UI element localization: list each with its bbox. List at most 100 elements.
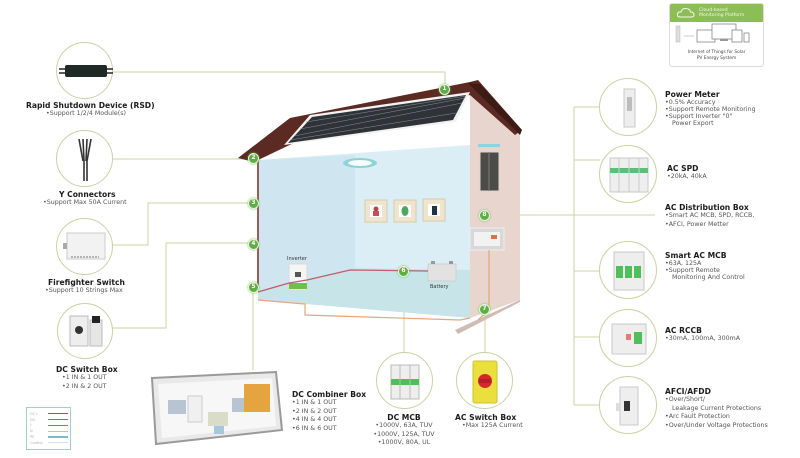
firefighter-switch-bullet: Support 10 Strings Max	[45, 287, 123, 296]
afci-afdd-bullet: Arc Fault Protection	[665, 413, 768, 422]
cloud-footer-line2: PV Energy System	[696, 55, 737, 61]
dc-switch-box-title: DC Switch Box	[56, 365, 118, 374]
dc-combiner-box-bullet: 6 IN & 6 OUT	[292, 425, 337, 434]
rsd-bullets: Support 1/2/4 Module(s)	[46, 110, 126, 119]
legend-line-dc-plus	[48, 413, 68, 415]
legend-item: Control	[27, 440, 70, 446]
ac-switch-box-bullets: Max 125A Current	[462, 422, 523, 431]
marker-5: 5	[248, 282, 259, 293]
smart-ac-mcb-bullet: 63A, 125A	[665, 260, 745, 267]
dc-switch-box-bullet: 2 IN & 2 OUT	[62, 383, 107, 392]
firefighter-switch-title: Firefighter Switch	[48, 278, 125, 287]
y-connectors-bullets: Support Max 50A Current	[43, 199, 127, 208]
afci-afdd-image	[599, 376, 657, 434]
power-meter-bullet-cont: Power Export	[672, 120, 714, 127]
marker-2: 2	[248, 153, 259, 164]
smart-ac-mcb-bullet-cont: Monitoring And Control	[672, 274, 745, 281]
cloud-header-line2: Monitoring Platform	[699, 13, 745, 18]
power-meter-bullet: 0.5% Accuracy	[665, 99, 756, 106]
ac-rccb-image	[599, 309, 657, 367]
smart-ac-mcb-bullets: 63A, 125A Support Remote Monitoring And …	[665, 260, 745, 281]
dc-mcb-bullet: 1000V, 125A, TUV	[364, 431, 444, 440]
marker-1: 1	[439, 84, 450, 95]
power-meter-bullets: 0.5% Accuracy Support Remote Monitoring …	[665, 99, 756, 127]
smart-ac-mcb-title: Smart AC MCB	[665, 251, 727, 260]
y-connectors-bullet: Support Max 50A Current	[43, 199, 127, 208]
dc-mcb-bullets: 1000V, 63A, TUV 1000V, 125A, TUV 1000V, …	[364, 422, 444, 448]
ac-distribution-box-title: AC Distribution Box	[665, 203, 749, 212]
ac-distribution-box-bullet: AFCI, Power Metter	[665, 221, 754, 230]
legend-label: Control	[30, 440, 43, 445]
legend-line-n	[48, 430, 68, 432]
house-roof	[238, 80, 522, 162]
rsd-image	[56, 42, 113, 99]
ac-spd-bullets: 20kA, 40kA	[667, 173, 707, 182]
smart-ac-mcb-image	[599, 241, 657, 299]
legend-item: L	[27, 423, 70, 429]
ac-spd-bullet: 20kA, 40kA	[667, 173, 707, 182]
dc-mcb-bullet: 1000V, 80A, UL	[364, 439, 444, 448]
power-meter-image	[599, 78, 657, 136]
ac-rccb-bullet: 30mA, 100mA, 300mA	[665, 335, 740, 344]
afci-afdd-bullets: Over/Short/ Leakage Current Protections …	[665, 396, 768, 430]
marker-7: 7	[479, 304, 490, 315]
dc-mcb-image	[376, 352, 433, 409]
ac-distribution-box-bullets: Smart AC MCB, SPD, RCCB, AFCI, Power Met…	[665, 212, 755, 230]
ac-rccb-bullets: 30mA, 100mA, 300mA	[665, 335, 740, 344]
legend-item: DC+	[27, 411, 70, 417]
legend-line-dc-minus	[48, 419, 68, 421]
cable-legend: DC+ DC- L N PE Control	[26, 407, 71, 450]
cloud-header-line1: Cloud-based	[699, 7, 728, 13]
marker-4: 4	[248, 239, 259, 250]
marker-6: 6	[398, 266, 409, 277]
rsd-title: Rapid Shutdown Device (RSD)	[26, 101, 155, 110]
dc-combiner-box-image	[150, 370, 283, 446]
power-meter-bullet: Support Inverter "0"	[665, 113, 756, 120]
y-connectors-image	[56, 130, 113, 187]
dc-mcb-bullet: 1000V, 63A, TUV	[364, 422, 444, 431]
battery	[427, 263, 457, 282]
dc-switch-box-bullet: 1 IN & 1 OUT	[62, 374, 107, 383]
ac-spd-title: AC SPD	[667, 164, 699, 173]
house-side-wall	[470, 85, 520, 318]
ac-distribution-box-bullet: Smart AC MCB, SPD, RCCB,	[665, 212, 755, 221]
cloud-footer-line1: Internet of Things for Solar	[687, 50, 746, 56]
legend-line-l	[48, 424, 68, 427]
dc-combiner-box-bullet: 2 IN & 2 OUT	[292, 408, 337, 417]
firefighter-switch-bullets: Support 10 Strings Max	[45, 287, 123, 296]
legend-line-control	[48, 442, 68, 444]
inverter-label: Inverter	[287, 256, 307, 262]
cloud-icon	[676, 7, 695, 18]
devices-icon	[675, 23, 750, 43]
power-meter-bullet: Support Remote Monitoring	[665, 106, 756, 113]
line-firefighter	[112, 202, 253, 246]
marker-8: 8	[479, 210, 490, 221]
legend-label: N	[30, 429, 33, 434]
dc-combiner-box-title: DC Combiner Box	[292, 390, 367, 399]
afci-afdd-bullet: Over/Under Voltage Protections	[665, 422, 768, 431]
rsd-bullet: Support 1/2/4 Module(s)	[46, 110, 126, 119]
dc-combiner-box-bullets: 1 IN & 1 OUT 2 IN & 2 OUT 4 IN & 4 OUT 6…	[292, 399, 337, 433]
dc-switch-box-bullets: 1 IN & 1 OUT 2 IN & 2 OUT	[62, 374, 107, 391]
legend-label: DC+	[30, 411, 39, 416]
line-rsd	[112, 71, 446, 88]
firefighter-switch-image	[56, 218, 113, 275]
legend-item: PE	[27, 434, 70, 440]
y-connectors-title: Y Connectors	[59, 190, 116, 199]
power-meter-title: Power Meter	[665, 90, 720, 99]
ac-spd-image	[599, 145, 657, 203]
dc-mcb-title: DC MCB	[387, 413, 421, 422]
legend-label: L	[30, 423, 32, 428]
ac-switch-box-image	[456, 352, 513, 409]
smart-ac-mcb-bullet: Support Remote	[665, 267, 745, 274]
battery-label: Battery	[430, 284, 449, 290]
ac-rccb-title: AC RCCB	[665, 326, 702, 335]
legend-label: PE	[30, 435, 35, 440]
legend-label: DC-	[30, 417, 37, 422]
dc-combiner-box-bullet: 4 IN & 4 OUT	[292, 416, 337, 425]
legend-item: DC-	[27, 417, 70, 423]
afci-afdd-bullet-cont: Leakage Current Protections	[672, 404, 762, 412]
legend-line-pe	[48, 436, 68, 438]
